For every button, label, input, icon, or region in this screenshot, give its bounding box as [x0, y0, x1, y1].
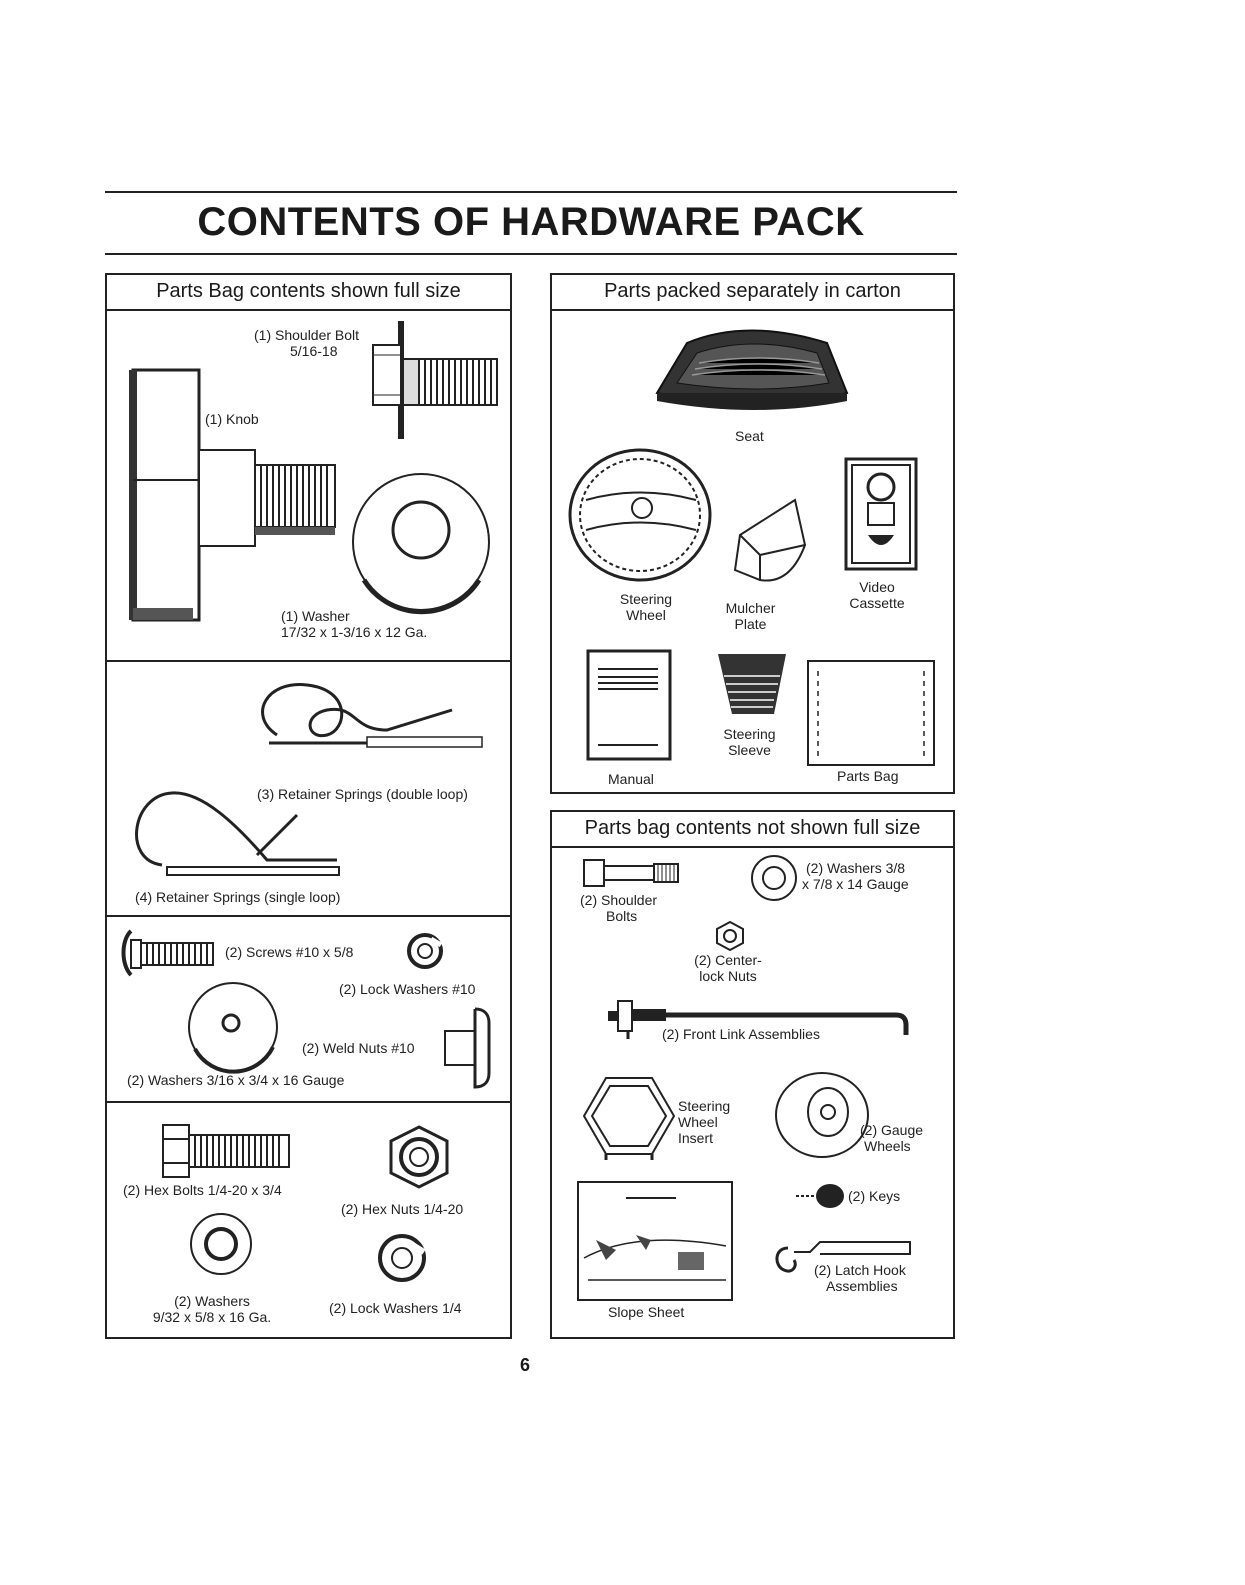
latch-hook-icon — [775, 1241, 911, 1273]
shoulder-bolt-small-icon — [583, 859, 679, 887]
weld-nut-icon — [444, 1007, 491, 1089]
latch-hook-label: (2) Latch Hook Assemblies — [814, 1262, 906, 1294]
steering-wheel-label: Steering Wheel — [619, 591, 673, 623]
shoulder-bolt-label: (1) Shoulder Bolt 5/16-18 — [254, 327, 360, 359]
manual-icon — [586, 649, 672, 761]
panel-header: Parts Bag contents shown full size — [107, 275, 510, 311]
screws-label: (2) Screws #10 x 5/8 — [225, 944, 354, 960]
top-rule — [105, 191, 957, 193]
gauge-wheels-label: (2) Gauge Wheels — [860, 1122, 924, 1154]
retainer-spring-double-icon — [261, 683, 483, 748]
video-cassette-icon — [844, 457, 918, 571]
parts-bag-label: Parts Bag — [837, 768, 899, 784]
retainer-spring-single-icon — [135, 791, 340, 876]
hex-bolts-label: (2) Hex Bolts 1/4-20 x 3/4 — [123, 1182, 282, 1198]
knob-label: (1) Knob — [205, 411, 259, 427]
retainer-double-label: (3) Retainer Springs (double loop) — [257, 786, 468, 802]
shoulder-bolt-icon — [372, 321, 498, 439]
page-title: CONTENTS OF HARDWARE PACK — [197, 200, 865, 244]
gauge-wheel-icon — [775, 1072, 869, 1158]
slope-sheet-label: Slope Sheet — [608, 1304, 685, 1320]
centerlock-nuts-label: (2) Center- lock Nuts — [694, 952, 762, 984]
retainer-single-label: (4) Retainer Springs (single loop) — [135, 889, 341, 905]
shoulder-bolts-label: (2) Shoulder Bolts — [580, 892, 658, 924]
parts-bag-full-size-panel: Parts Bag contents shown full size (1) S… — [105, 273, 512, 1339]
section-divider — [107, 1101, 510, 1103]
page-number: 6 — [520, 1355, 531, 1375]
knob-icon — [129, 368, 336, 622]
washer-label: (1) Washer 17/32 x 1-3/16 x 12 Ga. — [281, 608, 428, 640]
parts-separately-panel: Parts packed separately in carton Seat S… — [550, 273, 955, 794]
title-underline — [105, 253, 957, 255]
seat-label: Seat — [735, 428, 764, 444]
steering-sleeve-label: Steering Sleeve — [723, 726, 776, 758]
section-divider — [107, 915, 510, 917]
washers-316-label: (2) Washers 3/16 x 3/4 x 16 Gauge — [127, 1072, 345, 1088]
key-icon — [796, 1184, 844, 1208]
washer-932-icon — [190, 1213, 252, 1275]
video-cassette-label: Video Cassette — [849, 579, 905, 611]
parts-bag-icon — [807, 660, 935, 766]
parts-not-full-size-panel: Parts bag contents not shown full size (… — [550, 810, 955, 1339]
washers-932-label: (2) Washers 9/32 x 5/8 x 16 Ga. — [152, 1293, 272, 1325]
steering-sleeve-icon — [718, 654, 786, 714]
washer-316-icon — [188, 982, 278, 1074]
hex-nuts-label: (2) Hex Nuts 1/4-20 — [341, 1201, 464, 1217]
hex-nut-icon — [389, 1125, 449, 1189]
steering-wheel-insert-label: Steering Wheel Insert — [678, 1098, 731, 1146]
lock-washers-10-label: (2) Lock Washers #10 — [339, 981, 476, 997]
hex-bolt-icon — [162, 1124, 290, 1178]
washer-38-icon — [751, 855, 797, 901]
weld-nuts-label: (2) Weld Nuts #10 — [302, 1040, 415, 1056]
mulcher-plate-icon — [733, 498, 807, 582]
front-link-label: (2) Front Link Assemblies — [662, 1026, 820, 1042]
panel-header: Parts bag contents not shown full size — [552, 812, 953, 848]
screw-icon — [121, 929, 214, 977]
section-divider — [107, 660, 510, 662]
lock-washer-10-icon — [407, 933, 443, 969]
lock-washer-14-icon — [378, 1234, 426, 1282]
panel-header: Parts packed separately in carton — [552, 275, 953, 311]
front-link-icon — [608, 1000, 909, 1039]
washer-icon — [352, 473, 490, 615]
seat-icon — [655, 329, 849, 410]
manual-label: Manual — [608, 771, 654, 787]
steering-wheel-insert-icon — [582, 1077, 676, 1160]
washers-38-label: (2) Washers 3/8 x 7/8 x 14 Gauge — [802, 860, 909, 892]
centerlock-nut-icon — [716, 920, 744, 952]
slope-sheet-icon — [577, 1181, 733, 1301]
steering-wheel-icon — [568, 448, 712, 582]
mulcher-plate-label: Mulcher Plate — [725, 600, 776, 632]
keys-label: (2) Keys — [848, 1188, 901, 1204]
lock-washers-14-label: (2) Lock Washers 1/4 — [329, 1300, 462, 1316]
